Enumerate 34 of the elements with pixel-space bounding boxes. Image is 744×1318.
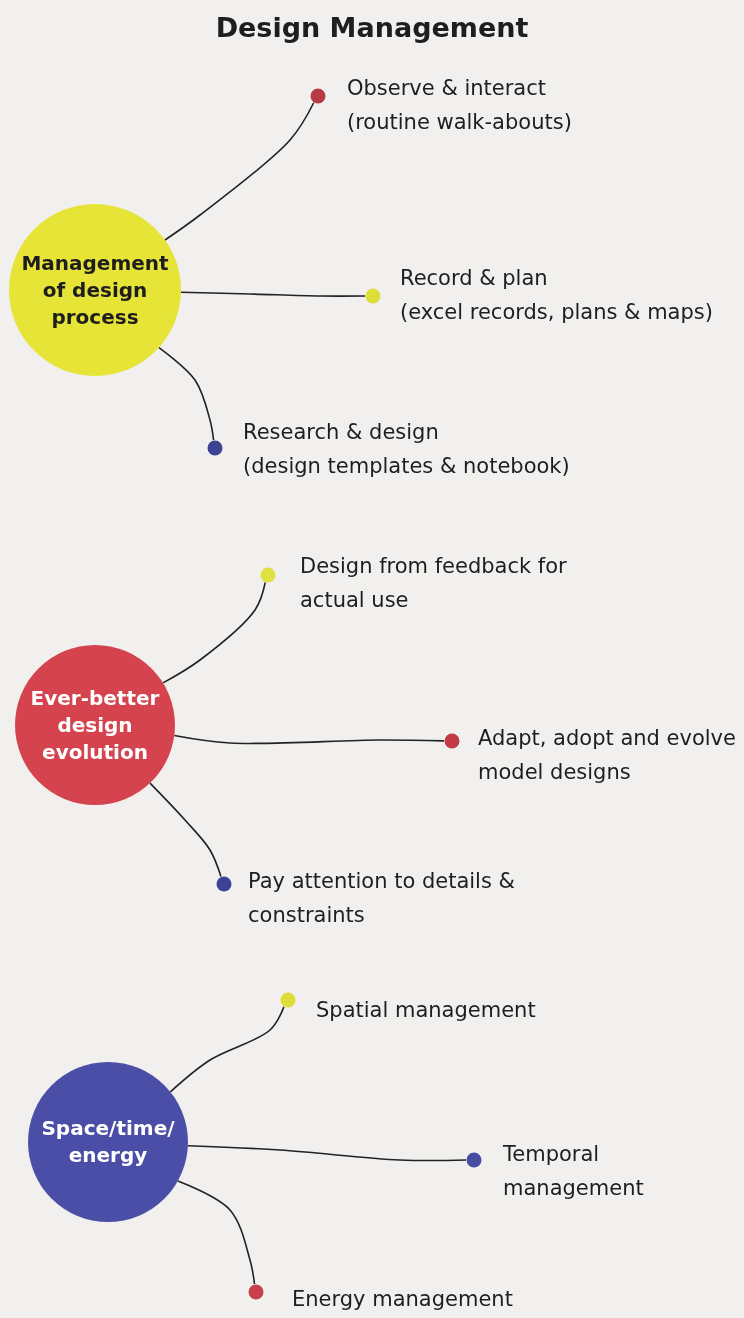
branch-label: Pay attention to details & constraints [248, 868, 516, 929]
branch-dot [260, 567, 276, 583]
branch-label: Design from feedback for actual use [300, 553, 568, 614]
branch-dot [248, 1284, 264, 1300]
branch-line [177, 1180, 256, 1285]
branch-line [169, 1006, 285, 1093]
branch-label: (design templates & notebook) [243, 452, 571, 480]
branch-label: Adapt, adopt and evolve model designs [478, 725, 737, 786]
branch-line [187, 1144, 467, 1162]
topic-label: Management of design process [20, 249, 170, 331]
title: Design Management [214, 12, 530, 43]
branch-label: Research & design [243, 419, 440, 446]
branch-dot [216, 876, 232, 892]
branch-dot [444, 733, 460, 749]
branch-label: Temporal management [503, 1141, 645, 1202]
topic-label: Ever-better design evolution [29, 684, 161, 766]
branch-label: Observe & interact [347, 75, 547, 102]
branch-dot [207, 440, 223, 456]
branch-dot [466, 1152, 482, 1168]
branch-dot [280, 992, 296, 1008]
branch-line [149, 782, 222, 878]
branch-label: Spatial management [316, 997, 537, 1024]
branch-dot [365, 288, 381, 304]
branch-label: Record & plan [400, 265, 549, 292]
branch-line [164, 101, 315, 241]
branch-dot [310, 88, 326, 104]
branch-line [173, 734, 445, 745]
branch-label: Energy management [292, 1286, 514, 1313]
branch-line [158, 346, 215, 441]
branch-line [180, 291, 366, 297]
branch-label: (excel records, plans & maps) [400, 298, 714, 326]
topic-label: Space/time/ energy [40, 1115, 176, 1169]
branch-label: (routine walk-abouts) [347, 108, 573, 136]
branch-line [162, 581, 266, 684]
